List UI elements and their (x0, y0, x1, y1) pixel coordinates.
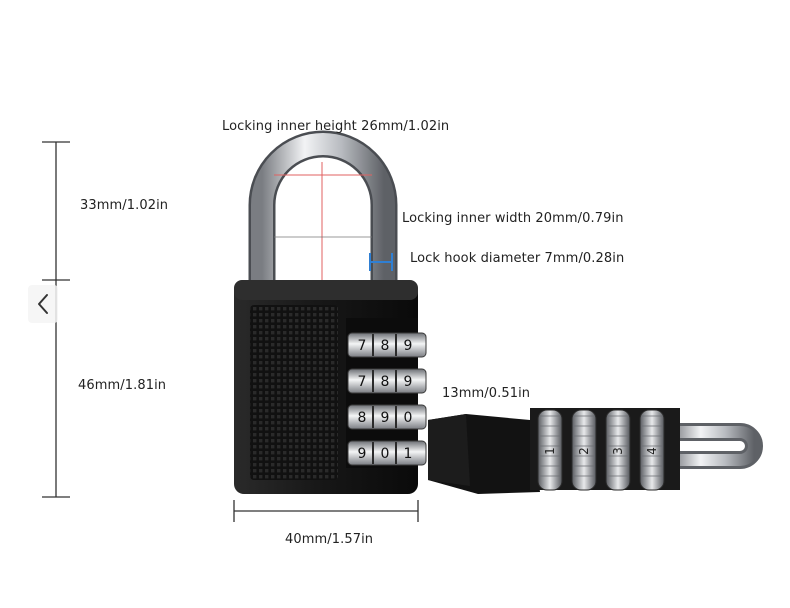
dial-digit: 7 (358, 374, 367, 390)
dial-digit: 0 (404, 410, 413, 426)
chevron-left-icon (38, 294, 48, 314)
inner-width-label: Locking inner width 20mm/0.79in (402, 211, 624, 226)
side-dial-digit: 2 (577, 447, 591, 455)
dial-thickness-label: 13mm/0.51in (442, 386, 531, 401)
side-dial-wheel (605, 409, 631, 491)
previous-image-button[interactable] (28, 285, 58, 323)
dial-digit: 8 (381, 374, 390, 390)
hook-diameter-label: Lock hook diameter 7mm/0.28in (410, 251, 625, 266)
side-lock-dials: 1 2 3 4 (537, 409, 665, 491)
side-dial-digit: 3 (611, 447, 625, 455)
side-dial-wheel (571, 409, 597, 491)
inner-height-label: Locking inner height 26mm/1.02in (222, 119, 450, 134)
dial-row (347, 440, 427, 466)
dial-digit: 9 (404, 338, 413, 354)
dial-digit: 7 (358, 338, 367, 354)
dial-digit: 9 (381, 410, 390, 426)
dial-digit: 8 (358, 410, 367, 426)
body-height-label: 46mm/1.81in (78, 378, 167, 393)
shackle-height-label: 33mm/1.02in (80, 198, 169, 213)
dial-digit: 9 (358, 446, 367, 462)
dial-digit: 8 (381, 338, 390, 354)
dial-row (347, 368, 427, 394)
dial-digit: 1 (404, 446, 413, 462)
inner-measure-guides (274, 162, 372, 288)
side-dial-wheel (537, 409, 563, 491)
dial-row (347, 332, 427, 358)
dial-digit: 0 (381, 446, 390, 462)
lock-shackle (248, 130, 398, 292)
side-dial-digit: 1 (543, 447, 557, 455)
dial-row (347, 404, 427, 430)
horizontal-dimension-line (233, 500, 419, 522)
dial-digit: 9 (404, 374, 413, 390)
body-width-label: 40mm/1.57in (285, 532, 374, 547)
side-dial-digit: 4 (645, 447, 659, 455)
side-dial-wheel (639, 409, 665, 491)
hook-diameter-marker (369, 253, 393, 271)
